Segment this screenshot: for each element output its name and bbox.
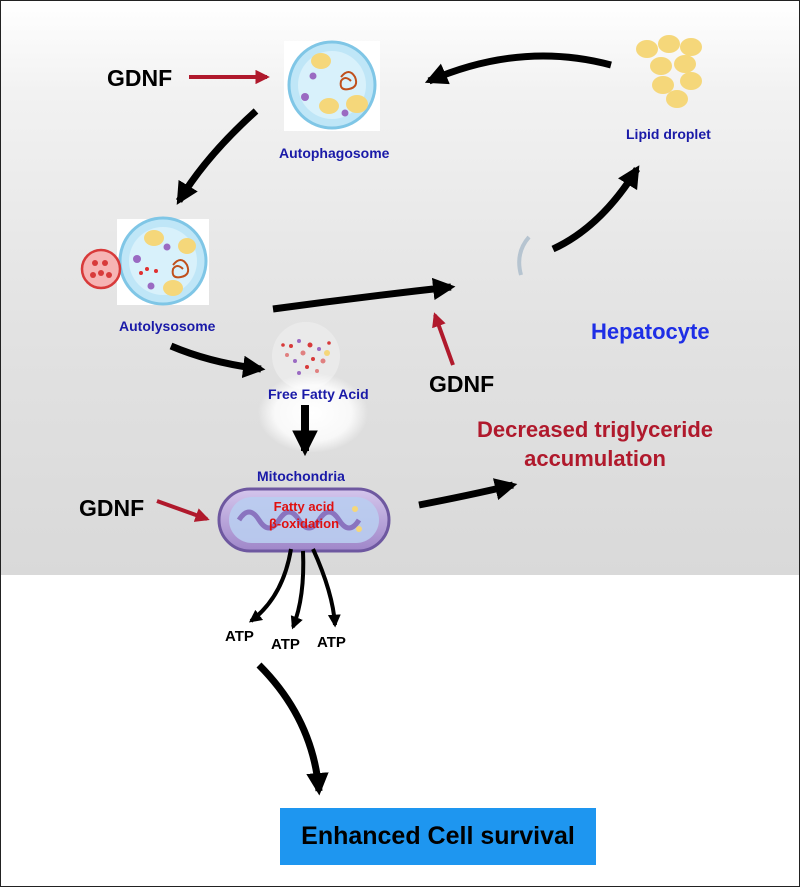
arrow-autophagosome-to-autolysosome	[175, 108, 259, 205]
mitochondria-icon	[217, 487, 391, 553]
arrow-membrane-to-lipid	[551, 165, 640, 253]
arrow-lipid-to-autophagosome	[424, 52, 612, 85]
mitochondria-label: Mitochondria	[257, 468, 345, 484]
fatty-acid-oxidation-label: Fatty acid β-oxidation	[239, 498, 369, 532]
free-fatty-acid-icon	[272, 322, 340, 390]
decreased-line-2: accumulation	[524, 446, 666, 471]
enhanced-cell-survival-box: Enhanced Cell survival	[280, 808, 596, 865]
gdnf-label-mitochondria: GDNF	[79, 495, 145, 521]
membrane-fragment-icon	[517, 235, 531, 276]
arrow-mitochondria-to-decreased	[418, 478, 518, 509]
decreased-line-1: Decreased triglyceride	[476, 417, 714, 442]
lipid-droplet-label: Lipid droplet	[626, 126, 711, 142]
autolysosome-icon	[80, 216, 209, 306]
lipid-droplet-icon	[636, 35, 702, 108]
gdnf-arrow-center	[432, 312, 455, 366]
autolysosome-label: Autolysosome	[119, 318, 216, 334]
arrow-autolysosome-to-membrane	[272, 277, 456, 313]
gdnf-arrow-mitochondria	[156, 499, 210, 522]
hepatocyte-label: Hepatocyte	[591, 319, 710, 344]
arrow-atp-to-survival	[256, 662, 329, 796]
arrow-to-atp-1	[248, 548, 293, 623]
gdnf-label-center: GDNF	[429, 371, 495, 397]
free-fatty-acid-label: Free Fatty Acid	[268, 386, 369, 402]
glow-highlight	[258, 373, 368, 453]
enhanced-cell-survival-label: Enhanced Cell survival	[301, 822, 575, 850]
atp-label-1: ATP	[225, 628, 254, 645]
autophagosome-icon	[284, 40, 380, 131]
arrow-to-atp-3	[311, 548, 341, 628]
fatty-acid-line-1: Fatty acid	[273, 499, 335, 514]
autophagosome-label: Autophagosome	[279, 145, 390, 161]
atp-label-2: ATP	[271, 636, 300, 653]
fatty-acid-line-2: β-oxidation	[268, 516, 340, 531]
arrow-to-atp-2	[290, 550, 306, 630]
atp-label-3: ATP	[317, 634, 346, 651]
gdnf-label-autophagosome: GDNF	[107, 65, 173, 91]
decreased-triglyceride-label: Decreased triglyceride accumulation	[459, 415, 731, 473]
arrow-autolysosome-to-ffa	[169, 342, 266, 378]
